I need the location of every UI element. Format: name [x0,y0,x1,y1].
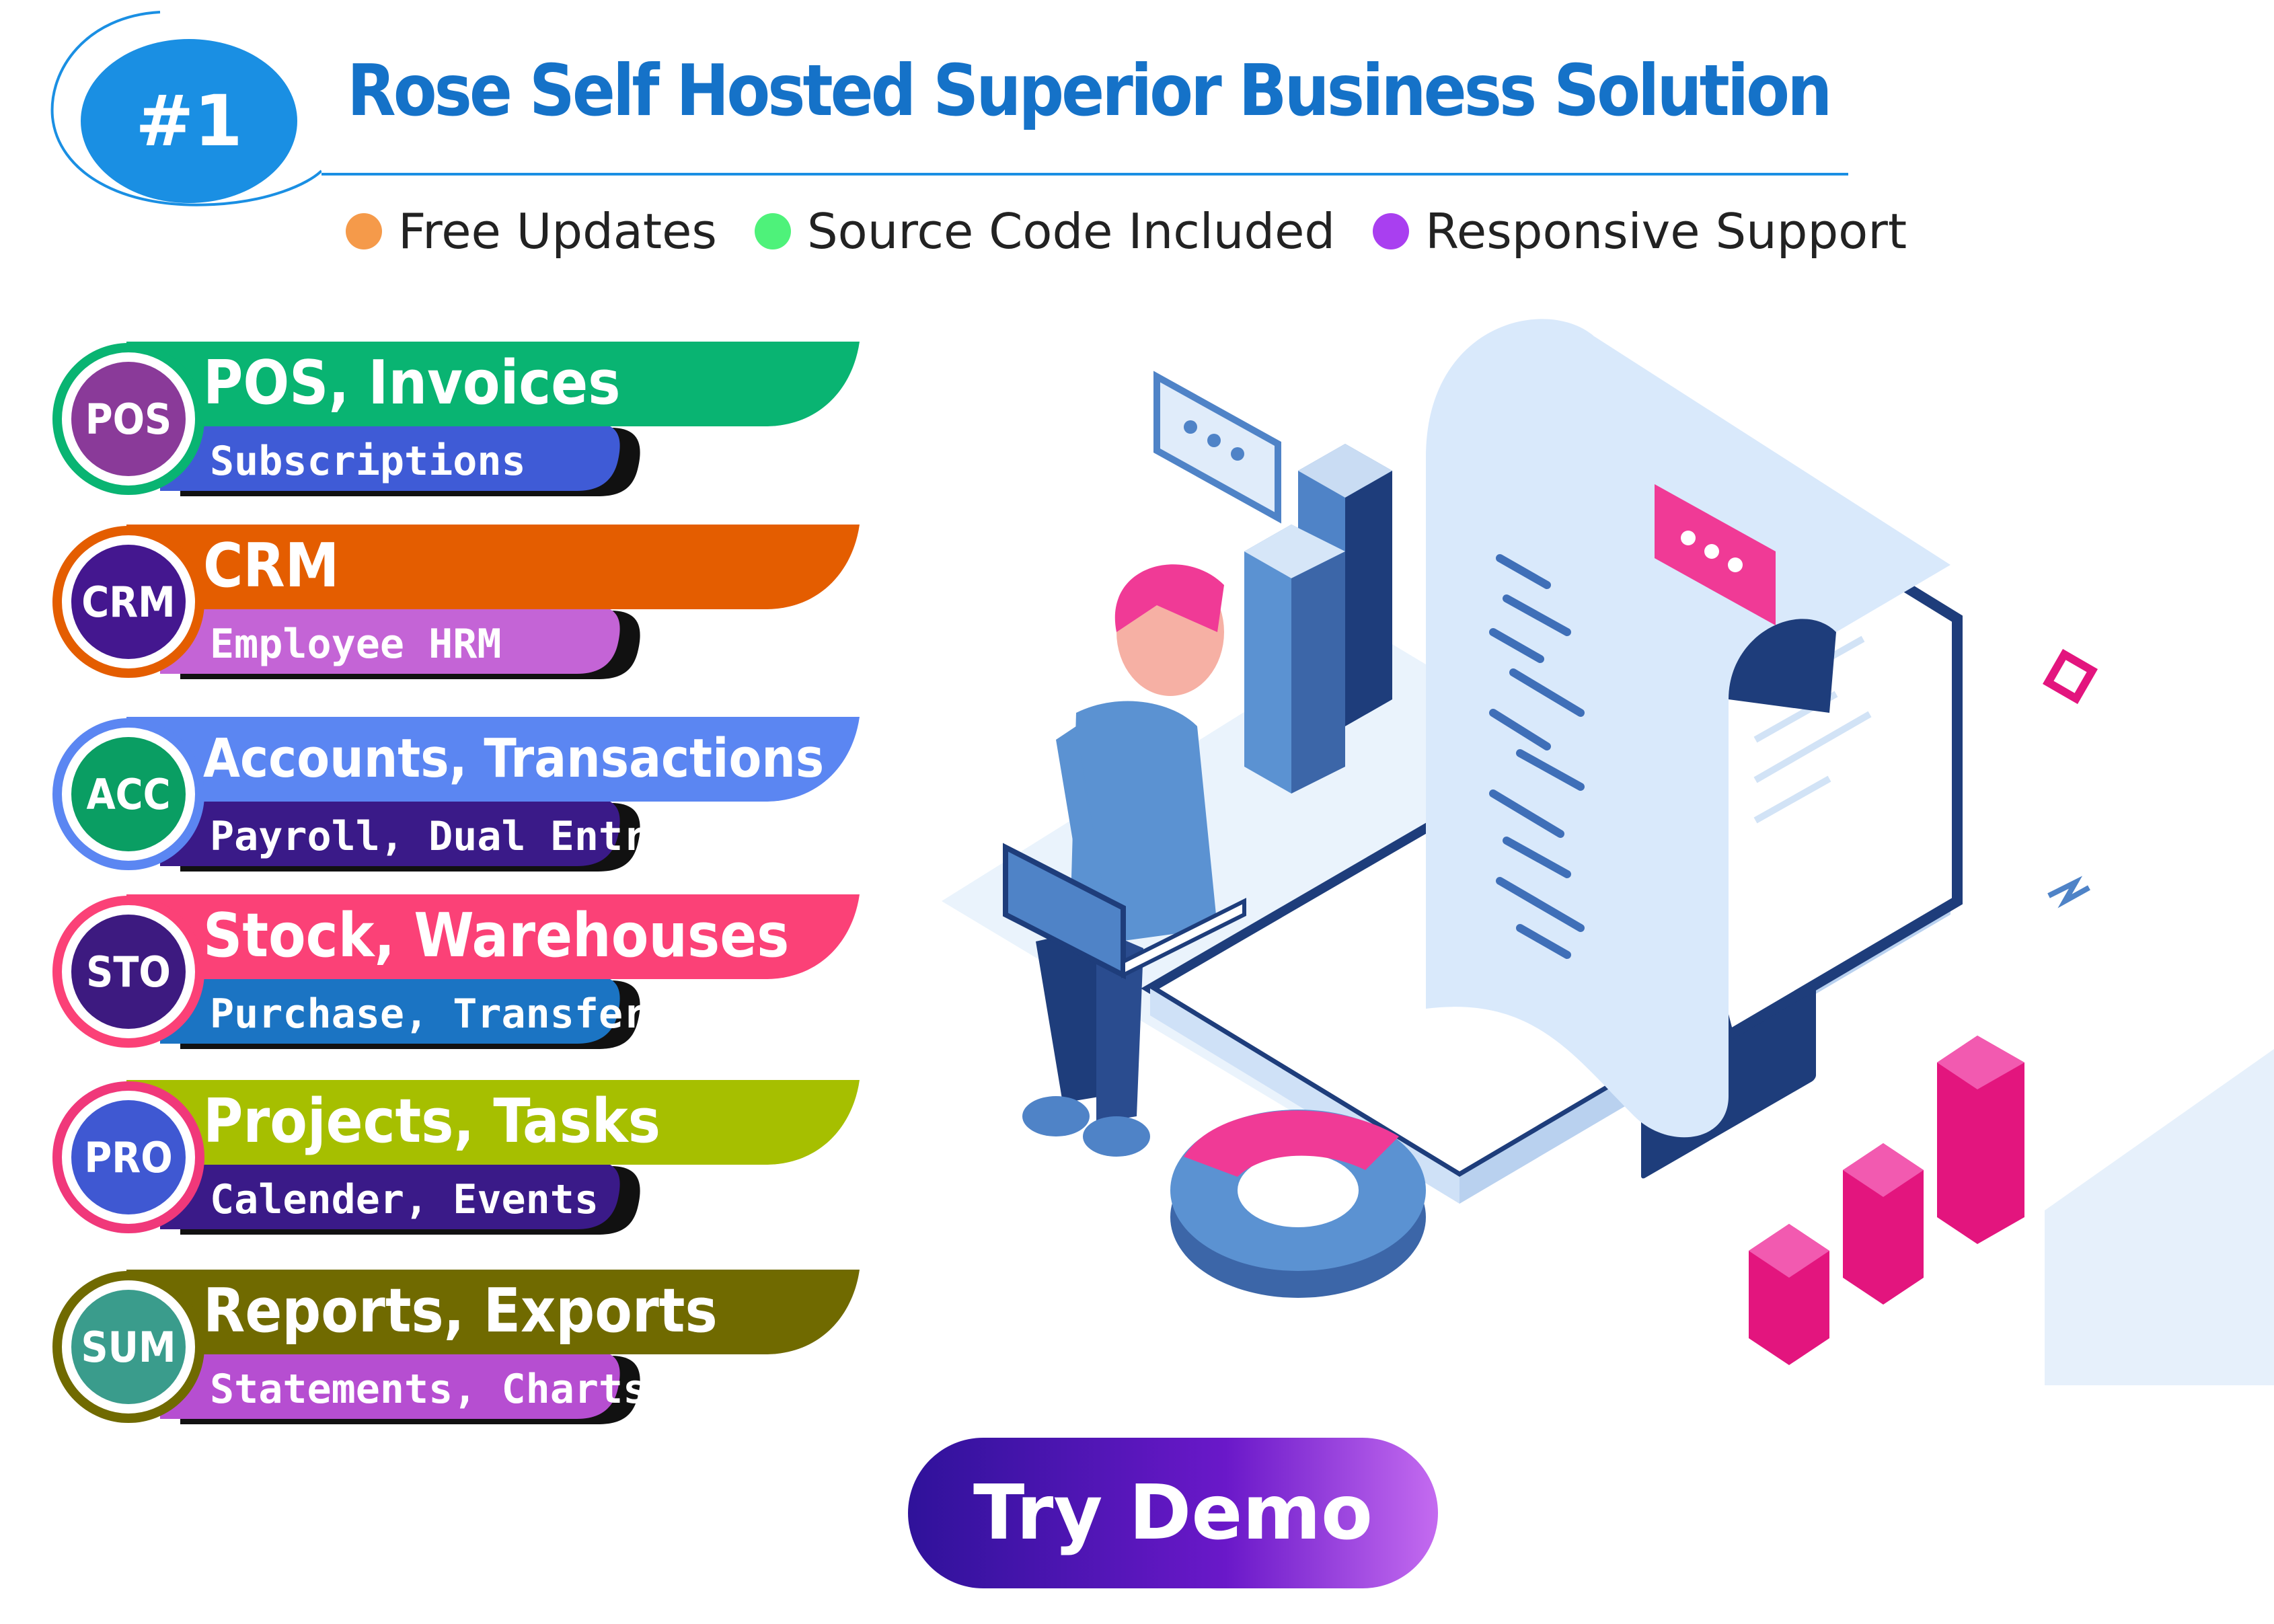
module-code: SUM [71,1290,186,1404]
rank-ring-outline [50,11,321,206]
module-code: CRM [71,545,186,659]
module-badge: CRM [52,526,204,678]
diamond-icon [2043,649,2098,704]
module-code: STO [71,915,186,1029]
background-shape [2045,1049,2274,1385]
module-ribbon [126,894,860,1049]
zigzag-icon [2047,876,2090,908]
feature-label: Source Code Included [806,203,1336,260]
module-title: Projects, Tasks [203,1086,660,1157]
module-code: ACC [71,737,186,851]
module-subtitle: Purchase, Transfer [210,991,648,1038]
module-subtitle: Subscriptions [210,438,526,485]
module-ribbon [126,1270,860,1424]
module-title: CRM [203,531,340,601]
module-subtitle: Payroll, Dual Entry [210,813,672,860]
feature-label: Free Updates [398,203,717,260]
module-title: Stock, Warehouses [203,900,790,971]
module-badge: PRO [52,1081,204,1233]
module-title: Accounts, Transactions [203,728,825,789]
module-subtitle: Employee HRM [210,621,502,668]
bullet-dot-icon [346,213,382,249]
rank-badge: #1 [81,39,297,203]
blue-blocks-illustration [1244,444,1392,794]
module-title: Reports, Exports [203,1276,718,1346]
pink-bar-chart-illustration [1749,1036,2024,1365]
feature-item: Responsive Support [1373,203,1907,260]
module-ribbon [126,525,860,679]
module-badge: STO [52,896,204,1048]
module-badge: POS [52,343,204,495]
module-code: POS [71,362,186,476]
feature-list: Free Updates Source Code Included Respon… [346,199,1944,264]
module-title: POS, Invoices [203,348,621,418]
isometric-illustration [942,319,2274,1385]
feature-item: Free Updates [346,203,717,260]
chat-bubble-icon [1153,371,1281,524]
page-title: Rose Self Hosted Superior Business Solut… [347,50,1832,132]
feature-item: Source Code Included [754,203,1336,260]
module-badge: SUM [52,1271,204,1423]
module-ribbon [126,1080,860,1235]
module-badge: ACC [52,718,204,870]
bullet-dot-icon [754,213,791,249]
module-ribbon [126,342,860,496]
module-subtitle: Calender, Events [210,1176,599,1223]
feature-label: Responsive Support [1425,203,1907,260]
person-with-laptop-illustration [1003,564,1246,1157]
module-ribbon [126,717,860,872]
donut-chart-illustration [1170,1110,1426,1298]
receipt-paper-illustration [1426,319,1950,1138]
bullet-dot-icon [1373,213,1410,249]
try-demo-button[interactable]: Try Demo [908,1438,1438,1588]
module-subtitle: Statements, Charts [210,1366,648,1413]
title-divider [321,173,1848,176]
chat-bubble-icon [1655,484,1776,625]
module-code: PRO [71,1100,186,1214]
